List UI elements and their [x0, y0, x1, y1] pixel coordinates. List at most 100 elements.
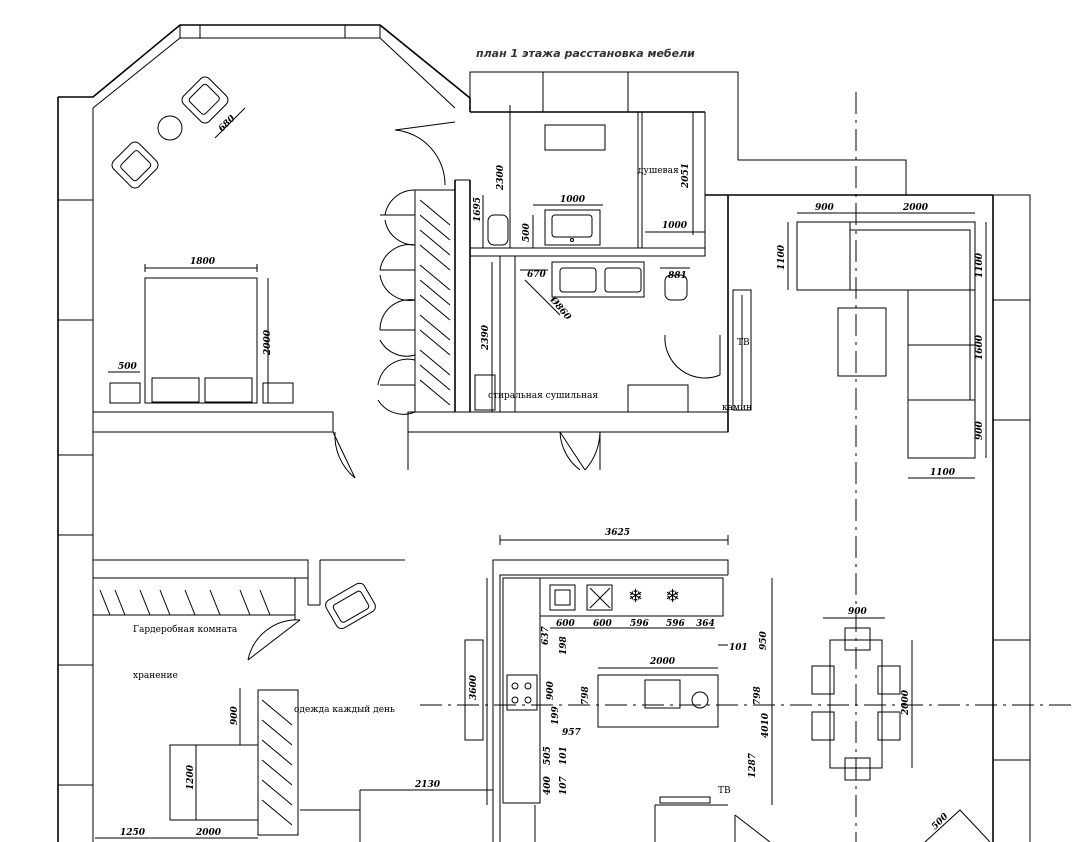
dimension-label: 101	[729, 643, 748, 653]
armchair-right	[181, 76, 229, 124]
dimension-label: 198	[559, 635, 569, 655]
living-room: ТВ камин 900 2000 1100 1100 1600 900 110…	[722, 203, 987, 479]
dining-table	[829, 639, 883, 769]
sink-2	[604, 267, 642, 293]
room-label: ТВ	[737, 338, 750, 348]
sofa-main	[849, 221, 976, 291]
nightstand	[262, 382, 294, 404]
dimension-label: Ø860	[547, 294, 574, 323]
dimension-label: 505	[543, 746, 553, 765]
dimension-label: 1600	[975, 334, 985, 360]
dimension-label: 596	[666, 619, 686, 629]
dimension-label: 1200	[186, 764, 196, 790]
dimension-label: 500	[522, 222, 532, 242]
bath-cabinet	[544, 124, 606, 151]
dimension-label: 900	[975, 420, 985, 440]
dimension-label: 3600	[469, 674, 479, 700]
chair	[877, 711, 901, 741]
sink-1	[559, 267, 597, 293]
exterior-walls	[57, 24, 1031, 842]
sofa-seat	[907, 344, 976, 401]
plan-title: план 1 этажа расстановка мебели	[476, 47, 695, 60]
snowflake-icon: ❄	[628, 586, 643, 607]
dimension-label: 1100	[930, 468, 956, 478]
dimension-label: 2300	[496, 164, 506, 191]
dimension-label: 3625	[605, 528, 630, 538]
chair	[844, 757, 871, 781]
bathroom: 2300 1695 1000 500 душевая 2051 1000 670…	[473, 105, 705, 413]
dimension-label: 2390	[481, 324, 491, 351]
dimension-label: 670	[527, 270, 547, 280]
dimension-label: 2051	[681, 163, 691, 189]
dimension-label: 900	[546, 680, 556, 700]
dimension-label: 2000	[195, 828, 222, 838]
dimension-label: 199	[551, 705, 561, 725]
dimension-label: 400	[543, 775, 553, 795]
bedroom: 680 1800 2000 500	[108, 76, 456, 415]
chair	[844, 627, 871, 651]
bed	[144, 277, 258, 404]
dimension-label: 1100	[975, 252, 985, 278]
dimension-label: 500	[118, 362, 138, 372]
dimension-label: 2000	[263, 329, 273, 356]
dimension-label: 1800	[190, 257, 216, 267]
room-label: душевая	[638, 166, 679, 176]
dimension-label: 900	[815, 203, 835, 213]
hob	[506, 674, 538, 711]
dimension-label: 2000	[649, 657, 676, 667]
dining: 900 2000	[811, 607, 913, 781]
wardrobe-room: Гардеробная комната хранение одежда кажд…	[93, 582, 493, 839]
room-label: одежда каждый день	[294, 705, 395, 715]
vanity	[544, 209, 601, 246]
oven	[549, 584, 576, 611]
stairs: 500	[924, 809, 991, 842]
doors	[247, 121, 721, 661]
chair	[811, 711, 835, 741]
pillow	[204, 377, 253, 403]
dimension-label: 600	[593, 619, 613, 629]
dimension-label: 957	[562, 728, 582, 738]
dimension-label: 1000	[662, 221, 688, 231]
fireplace	[732, 289, 752, 411]
side-table	[157, 115, 183, 141]
dimension-label: 2000	[902, 203, 929, 213]
dimension-label: 900	[230, 705, 240, 725]
dimension-label: 637	[541, 625, 551, 645]
chair	[811, 665, 835, 695]
coffee-table	[837, 307, 887, 377]
dimension-label: 364	[696, 619, 715, 629]
dimension-label: 798	[753, 685, 763, 705]
pillow	[151, 377, 200, 403]
bench	[169, 744, 259, 821]
dimension-label: 107	[559, 775, 569, 795]
kitchen: 3625 ❄ ❄ 600 600 596 596 364 637 198 101…	[464, 528, 773, 805]
island	[597, 674, 719, 728]
dimension-label: 798	[581, 685, 591, 705]
dishwasher	[586, 584, 613, 611]
room-label: Гардеробная комната	[133, 624, 238, 635]
dimension-label: 881	[668, 271, 687, 281]
dimension-label: 900	[848, 607, 868, 617]
toilet	[487, 214, 509, 246]
dimension-label: 1287	[748, 752, 758, 778]
dimension-label: 600	[556, 619, 576, 629]
nightstand	[109, 382, 141, 404]
toilet-2	[664, 274, 688, 301]
tv-2	[659, 796, 711, 804]
dimension-label: 950	[759, 630, 769, 650]
dimension-label: 2000	[901, 689, 911, 716]
chair	[877, 665, 901, 695]
dimension-label: 101	[559, 746, 569, 765]
dimension-label: 1100	[777, 244, 787, 270]
dimension-label: 1250	[120, 828, 146, 838]
dimension-label: 596	[630, 619, 650, 629]
dimension-label: 1000	[560, 195, 586, 205]
dimension-label: 1695	[473, 197, 483, 222]
armchair-left	[111, 141, 159, 189]
snowflake-icon: ❄	[665, 586, 680, 607]
island-sink	[644, 679, 681, 709]
room-label: камин	[722, 403, 752, 413]
dimension-label: 4010	[761, 712, 771, 738]
room-label: ТВ	[718, 786, 731, 796]
